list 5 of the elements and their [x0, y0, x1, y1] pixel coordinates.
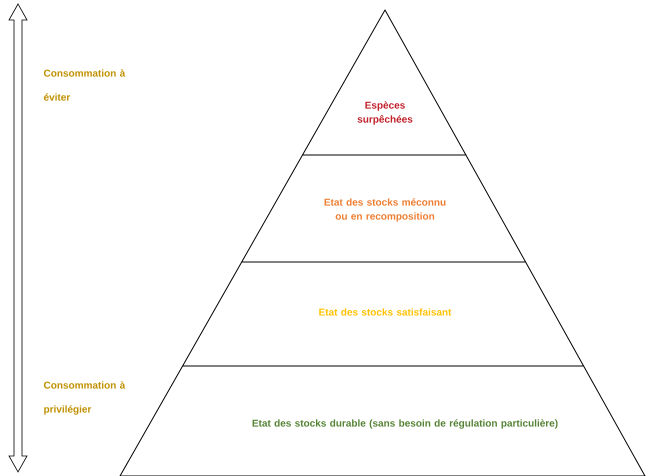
pyramid-band: Etat des stocks méconnu ou en recomposition [241, 154, 526, 262]
side-label: Consommation à éviter [44, 69, 126, 101]
pyramid-band: Etat des stocks satisfaisant [182, 261, 584, 366]
side-label: Consommation à privilégier [44, 381, 126, 415]
pyramid-band: Espèces surpêchées [302, 10, 466, 156]
